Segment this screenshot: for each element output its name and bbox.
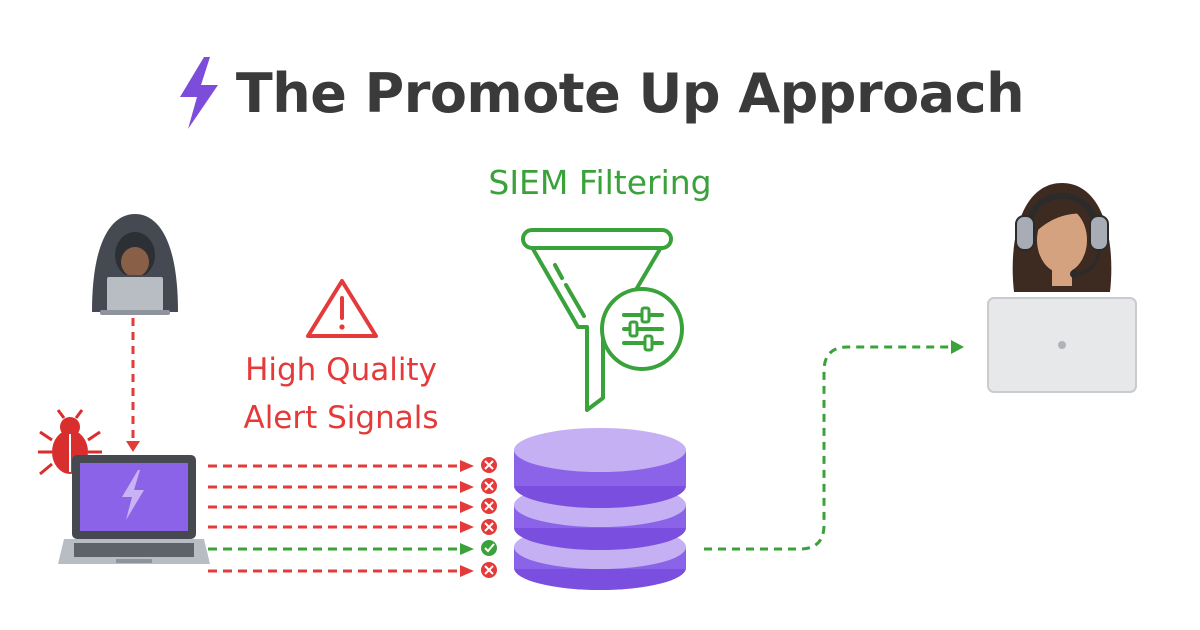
page-title: The Promote Up Approach xyxy=(235,61,1025,125)
signal-arrow-accepted xyxy=(208,540,497,556)
signal-arrow-rejected xyxy=(208,478,497,494)
signal-arrow-rejected xyxy=(208,457,497,473)
lightning-bolt-icon xyxy=(179,57,218,129)
signal-arrows xyxy=(208,457,497,578)
funnel-with-sliders-icon xyxy=(521,228,684,412)
analyst-with-headset-icon xyxy=(1012,183,1112,292)
siem-filtering-label: SIEM Filtering xyxy=(488,163,712,202)
signal-arrow-rejected xyxy=(208,498,497,514)
database-stack-icon xyxy=(514,428,686,590)
warning-triangle-icon xyxy=(306,279,378,338)
title-row: The Promote Up Approach xyxy=(0,48,1200,138)
attacker-to-endpoint-arrow xyxy=(126,318,140,452)
laptop-back-icon xyxy=(987,297,1137,393)
signals-label-line2: Alert Signals xyxy=(243,400,439,436)
laptop-icon xyxy=(58,455,210,564)
database-to-analyst-arrow xyxy=(704,340,964,551)
hooded-hacker-icon xyxy=(92,214,178,315)
signals-label-line1: High Quality xyxy=(245,352,437,388)
signal-arrow-rejected xyxy=(208,562,497,578)
signal-arrow-rejected xyxy=(208,519,497,535)
